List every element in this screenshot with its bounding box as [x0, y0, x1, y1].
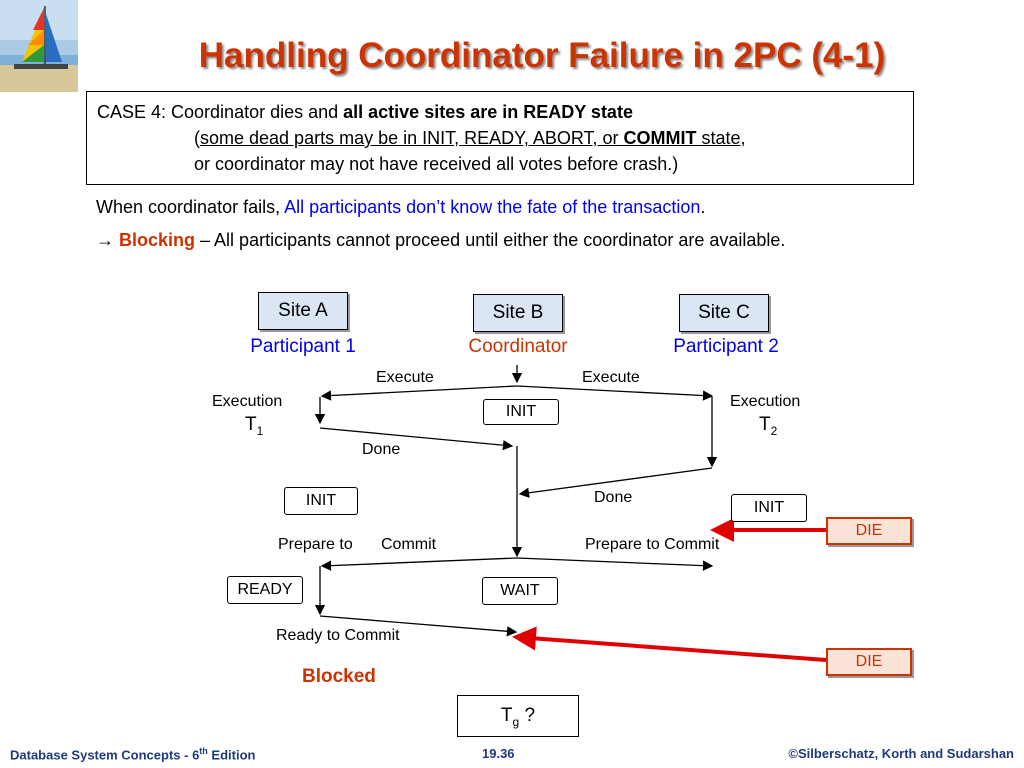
case-line-2: (some dead parts may be in INIT, READY, …: [97, 125, 903, 151]
done-left-arrow: [319, 427, 514, 451]
footer-book: Database System Concepts - 6th Edition: [10, 746, 255, 762]
t1-text: T: [245, 414, 257, 435]
blocking-text: – All participants cannot proceed until …: [195, 230, 786, 250]
t2-subscript: 2: [770, 423, 778, 438]
participant-1-label: Participant 1: [250, 336, 356, 357]
case-bold: all active sites are in READY state: [343, 102, 633, 122]
site-a-box: Site A: [258, 292, 348, 330]
case-line-1: CASE 4: Coordinator dies and all active …: [97, 99, 903, 125]
ready-to-commit-arrow: [319, 615, 518, 637]
state-wait-b: WAIT: [482, 577, 558, 605]
arrow-icon: →: [96, 230, 114, 250]
footer-book-suffix: Edition: [207, 747, 256, 763]
t1-subscript: 1: [256, 423, 264, 438]
prepare-left-label-a: Prepare to: [278, 536, 353, 553]
done-right-label: Done: [594, 489, 633, 506]
execution-left-label: Execution: [212, 393, 283, 410]
slide-title: Handling Coordinator Failure in 2PC (4-1…: [198, 36, 886, 75]
footer-book-prefix: Database System Concepts - 6: [10, 747, 200, 763]
die-badge-2: DIE: [826, 648, 912, 676]
footer-page-number: 19.36: [482, 746, 515, 761]
state-ready-a: READY: [227, 576, 303, 604]
state-init-a: INIT: [284, 487, 358, 515]
statement-suffix: .: [700, 197, 706, 217]
t2-label: T2: [759, 414, 777, 438]
coordinator-label: Coordinator: [468, 336, 568, 357]
site-b-box: Site B: [473, 294, 563, 332]
case-box: CASE 4: Coordinator dies and all active …: [86, 91, 914, 185]
tg-subscript: g: [512, 714, 520, 729]
blocking-line: → Blocking – All participants cannot pro…: [96, 230, 785, 251]
t2-text: T: [759, 414, 771, 435]
done-right-arrow: [518, 467, 713, 498]
execute-left-label: Execute: [376, 369, 434, 386]
case-line-3: or coordinator may not have received all…: [194, 154, 679, 174]
case-state: state: [696, 128, 741, 148]
ready-to-commit-label: Ready to Commit: [276, 627, 400, 644]
case-paren: (: [194, 128, 200, 148]
tg-question: ?: [519, 705, 536, 726]
blocking-keyword: Blocking: [119, 230, 196, 250]
execution-right-label: Execution: [730, 393, 801, 410]
case-commit: COMMIT: [623, 128, 697, 148]
prepare-right-label: Prepare to Commit: [585, 536, 720, 553]
done-left-label: Done: [362, 441, 401, 458]
statement-highlight: All participants don’t know the fate of …: [284, 197, 701, 217]
prepare-left-arrow: [320, 557, 518, 571]
execute-left-arrow: [320, 385, 518, 401]
die-arrow-2: [512, 626, 827, 662]
case-underlined: some dead parts may be in INIT, READY, A…: [200, 128, 624, 148]
state-init-b: INIT: [483, 399, 559, 425]
statement-line: When coordinator fails, All participants…: [96, 197, 705, 218]
participant-2-label: Participant 2: [673, 336, 779, 357]
case-comma: ,: [740, 128, 746, 148]
sailboat-logo: [0, 0, 78, 92]
execute-right-label: Execute: [582, 369, 640, 386]
blocked-label: Blocked: [302, 666, 376, 687]
die-badge-1: DIE: [826, 517, 912, 545]
execute-right-arrow: [516, 385, 714, 401]
prepare-right-arrow: [516, 557, 714, 571]
case-prefix: CASE 4: Coordinator dies and: [97, 102, 344, 122]
state-init-c: INIT: [731, 494, 807, 522]
prepare-left-label-b: Commit: [381, 536, 437, 553]
footer-book-sup: th: [199, 746, 208, 756]
t1-label: T1: [245, 414, 263, 438]
footer-copyright: ©Silberschatz, Korth and Sudarshan: [788, 746, 1014, 761]
tg-box: Tg ?: [457, 695, 579, 737]
site-c-box: Site C: [679, 294, 769, 332]
tg-text: T: [500, 705, 513, 726]
statement-prefix: When coordinator fails,: [96, 197, 285, 217]
